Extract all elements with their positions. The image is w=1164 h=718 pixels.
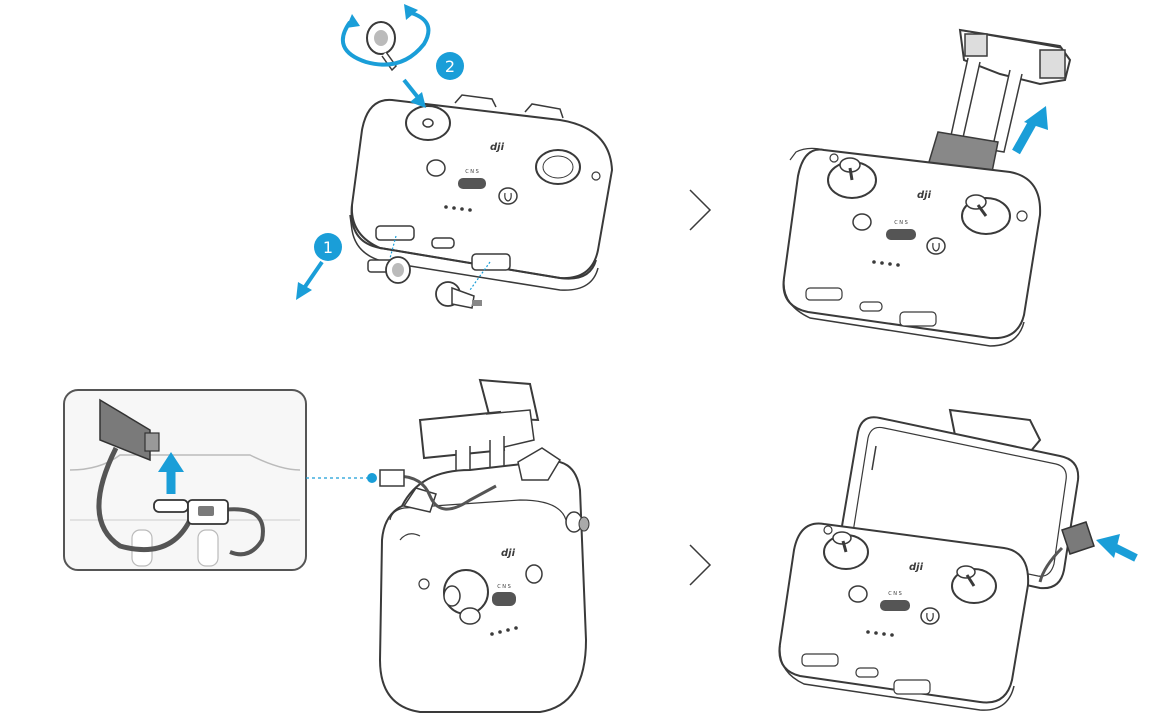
chevron-right-icon <box>689 189 712 231</box>
step-2-label: 2 <box>445 57 455 76</box>
dji-logo: dji <box>501 548 516 559</box>
dji-logo: dji <box>917 190 932 201</box>
stored-stick-right <box>435 281 482 309</box>
mode-switch-label: C N S <box>497 584 511 590</box>
panel-remove-sticks: C N S dji 1 <box>296 4 614 309</box>
mode-switch-label: C N S <box>894 220 908 226</box>
extend-arrow-icon <box>1024 106 1048 130</box>
panel-controller-cable: C N S dji <box>378 378 590 713</box>
control-stick-icon <box>366 21 397 72</box>
rotate-icon <box>340 10 431 67</box>
connect-arrow-icon <box>1096 534 1120 558</box>
cable-plug-icon <box>1061 521 1095 555</box>
pull-arrow-icon <box>296 282 312 300</box>
step-1-badge <box>314 233 342 261</box>
right-stick-socket <box>535 149 581 185</box>
panel-cable-inset <box>63 389 377 571</box>
function-button-icon <box>426 159 446 177</box>
power-button-icon <box>498 187 518 205</box>
lift-arrow-icon <box>158 452 184 472</box>
mode-switch-label: C N S <box>888 591 902 597</box>
chevron-right-icon <box>689 544 712 586</box>
stored-stick-left <box>367 256 411 284</box>
step-2-badge <box>436 52 464 80</box>
insert-arrow-icon <box>410 92 426 108</box>
controller-body: C N S dji <box>349 94 614 291</box>
mode-switch-label: C N S <box>465 169 479 175</box>
mode-switch <box>458 178 486 189</box>
dji-logo: dji <box>909 562 924 573</box>
dji-logo: dji <box>490 142 505 153</box>
step-1-label: 1 <box>323 238 333 257</box>
panel-extend-holder: C N S dji <box>782 28 1072 347</box>
panel-phone-mounted: C N S dji <box>778 408 1138 711</box>
